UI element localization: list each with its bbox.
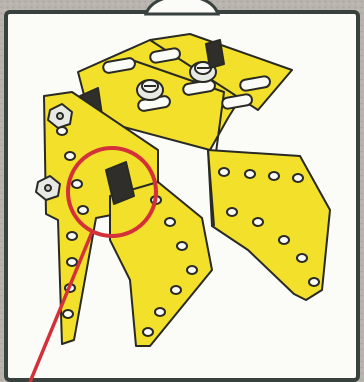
speech-bubble-tab-icon bbox=[146, 0, 218, 14]
spacer-back-right bbox=[206, 40, 224, 68]
bolt-top-left bbox=[137, 80, 163, 100]
